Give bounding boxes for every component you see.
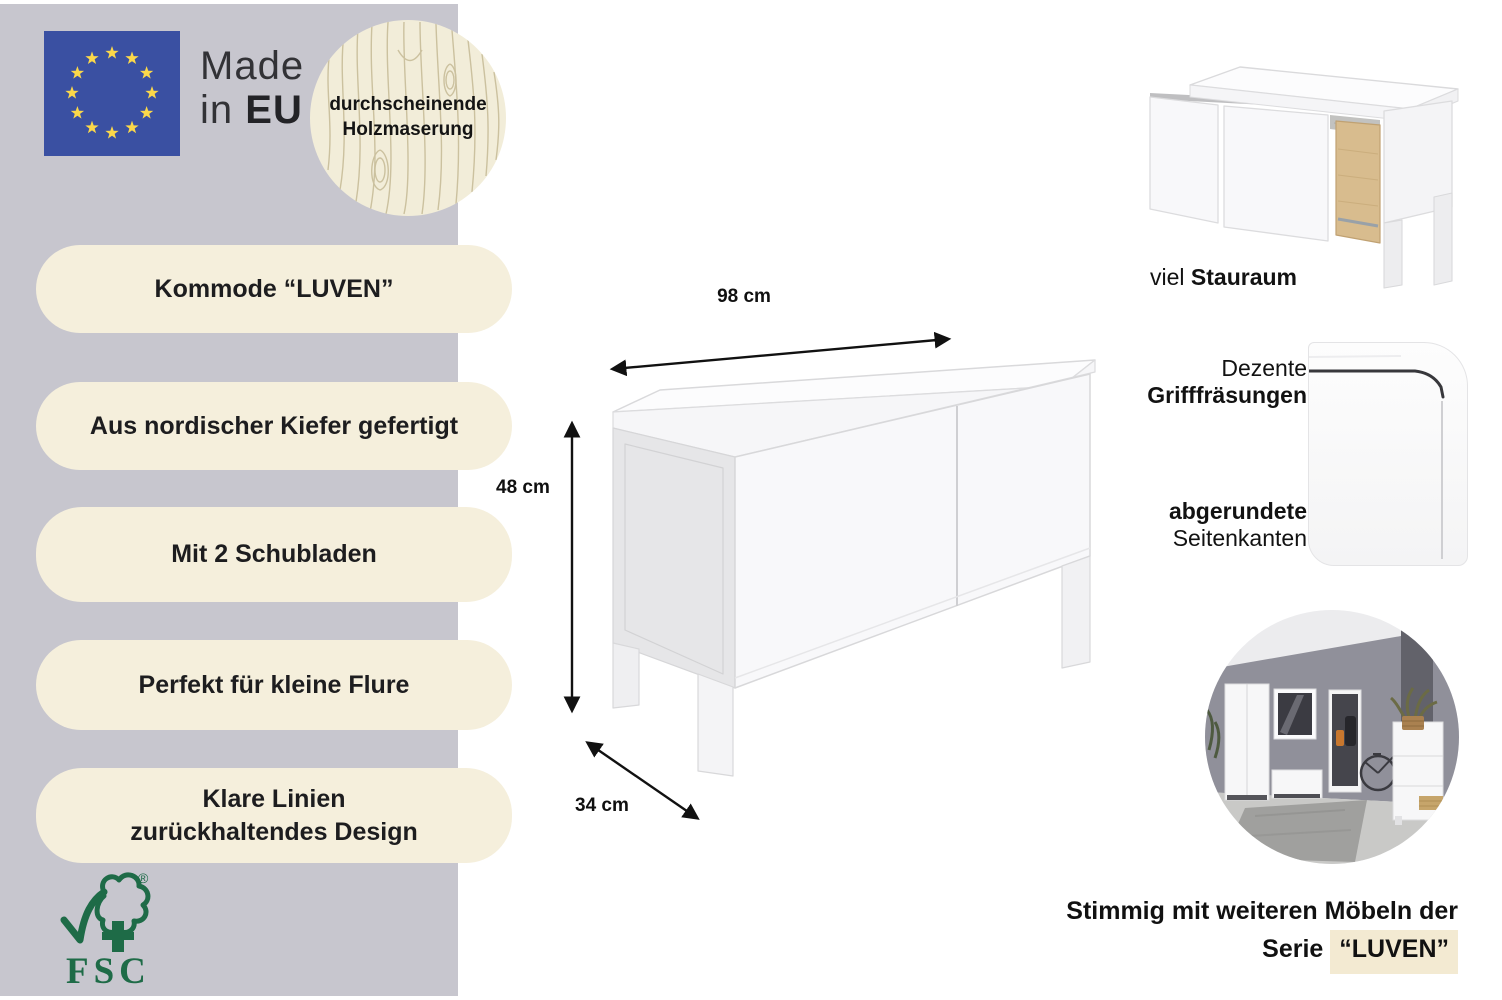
series-caption: Stimmig mit weiteren Möbeln der Serie “L… [1060, 896, 1458, 974]
made-in-eu-label: Made in EU [200, 44, 304, 132]
grip-caption: Dezente Grifffräsungen [1147, 355, 1307, 408]
room-scene-photo [1205, 610, 1459, 864]
dimension-width-label: 98 cm [717, 286, 771, 307]
feature-pill-material: Aus nordischer Kiefer gefertigt [36, 382, 512, 470]
made-in-line1: Made [200, 44, 305, 88]
dimension-height-label: 48 cm [496, 477, 550, 498]
series-line2: Serie “LUVEN” [1060, 930, 1458, 974]
dimension-depth-label: 34 cm [575, 795, 629, 816]
eu-flag-icon [44, 31, 180, 156]
fsc-registered-mark: ® [138, 870, 149, 886]
storage-caption: viel Stauraum [1150, 264, 1297, 290]
feature-pill-title: Kommode “LUVEN” [36, 245, 512, 333]
commode-body [612, 359, 1096, 777]
room-scene [1205, 610, 1459, 864]
fsc-label: FSC [66, 951, 151, 992]
commode-open-drawer-illustration [1149, 66, 1459, 289]
wood-grain-badge: durchscheinende Holzmaserung [310, 20, 506, 216]
wood-grain-caption: durchscheinende Holzmaserung [329, 94, 487, 140]
series-name-highlight: “LUVEN” [1330, 930, 1458, 974]
edge-caption: abgerundete Seitenkanten [1168, 498, 1307, 551]
commode-front-illustration [563, 331, 1096, 820]
fsc-tree-icon [60, 872, 151, 952]
feature-pill-hallway: Perfekt für kleine Flure [36, 640, 512, 730]
feature-pill-drawers: Mit 2 Schubladen [36, 507, 512, 602]
made-in-line2: in EU [200, 88, 303, 132]
dimension-arrows [563, 331, 952, 820]
grip-groove [1309, 355, 1445, 559]
series-line1: Stimmig mit weiteren Möbeln der [1066, 897, 1458, 925]
edge-detail-photo [1308, 342, 1468, 566]
wood-grain-texture [327, 21, 500, 215]
